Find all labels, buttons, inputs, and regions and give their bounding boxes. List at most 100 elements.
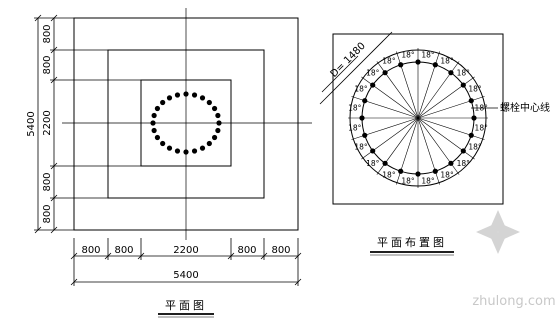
angle-label: 18° [440,171,454,180]
tick [50,194,58,202]
layout-bolt [460,148,466,154]
vertical-dim-1: 800 [42,24,53,43]
plan-bolt [160,99,166,106]
vertical-dim-3: 2200 [42,110,53,135]
tick [294,252,302,260]
diameter-leader [319,31,393,105]
watermark-text: zhulong.com [472,294,555,309]
plan-bolt [206,140,212,147]
vertical-dimension-labels: 800 800 2200 800 800 5400 [26,24,53,223]
radial-line [417,117,460,175]
angle-labels: 18°18°18°18°18°18°18°18°18°18°18°18°18°1… [348,50,488,185]
layout-caption: 平面布置图 [377,236,447,249]
horizontal-dim-3: 2200 [173,245,198,256]
angle-label: 18° [475,124,489,133]
angle-label: 18° [457,68,471,77]
angle-label: 18° [401,50,415,59]
radial-line [376,117,419,175]
layout-bolt [432,62,438,68]
horizontal-dimension-labels: 800 800 2200 800 800 5400 [81,245,290,281]
tick [34,14,42,22]
radial-line [361,76,419,119]
plan-bolt [215,127,221,134]
tick [50,14,58,22]
radial-line [417,117,440,185]
tick [34,226,42,234]
layout-bolt [382,70,388,76]
diameter-label: D= 1480 [329,41,368,80]
angle-label: 18° [348,124,362,133]
horizontal-dimension-chain [70,238,302,286]
tick [70,252,78,260]
tick [50,226,58,234]
angle-label: 18° [382,171,396,180]
angle-label: 18° [401,177,415,186]
layout-bolt-circle [359,59,477,177]
radial-line [417,117,475,160]
angle-label: 18° [382,56,396,65]
vertical-dimension-chain [34,14,141,234]
plan-bolt [174,92,181,98]
plan-bolt [166,145,173,151]
vertical-dim-2: 800 [42,55,53,74]
horizontal-dim-1: 800 [81,245,100,256]
plan-bolt [183,91,189,97]
angle-label: 18° [421,50,435,59]
tick [260,252,268,260]
plan-bolt [216,120,222,126]
layout-bolt [448,160,454,166]
radial-line [417,61,460,119]
watermark: zhulong.com [472,210,556,309]
radial-line [361,117,419,160]
plan-bolt [174,148,181,154]
plan-bolt [166,95,173,101]
layout-bolt [362,98,368,104]
diameter-dimension [319,31,393,105]
watermark-logo-icon [476,210,520,254]
layout-bolt [468,98,474,104]
layout-bolt [398,168,404,174]
radial-line [376,61,419,119]
plan-bolt [211,134,218,141]
layout-bolt [471,115,477,121]
layout-bolt [415,171,421,177]
angle-label: 18° [457,159,471,168]
layout-bolt [398,62,404,68]
plan-caption: 平面图 [165,299,207,312]
layout-bolt [448,70,454,76]
plan-bolt-circle [150,91,222,155]
horizontal-dim-5: 800 [271,245,290,256]
tick [50,162,58,170]
angle-label: 18° [440,56,454,65]
angle-label: 18° [366,68,380,77]
tick [294,278,302,286]
horizontal-dim-total: 5400 [173,270,198,281]
angle-label: 18° [468,84,482,93]
plan-bolt [206,99,212,106]
plan-bolt [150,120,156,126]
angle-label: 18° [348,103,362,112]
layout-bolt [415,59,421,65]
layout-bolt [460,82,466,88]
plan-bolt [191,148,198,154]
tick [50,46,58,54]
plan-bolt [151,112,157,119]
angle-label: 18° [354,84,368,93]
plan-bolt [211,105,218,112]
layout-bolt [362,132,368,138]
plan-bolt [151,127,157,134]
angle-label: 18° [421,177,435,186]
tick [104,252,112,260]
layout-bolt [370,148,376,154]
angle-label: 18° [366,159,380,168]
horizontal-dim-2: 800 [114,245,133,256]
plan-centerlines [62,8,312,240]
radial-line [396,51,419,119]
vertical-dim-4: 800 [42,172,53,191]
vertical-dim-total: 5400 [26,111,37,136]
centerline-label: 螺栓中心线 [500,101,550,114]
layout-bolt [432,168,438,174]
plan-bolt [154,105,161,112]
plan-bolt [199,95,206,101]
